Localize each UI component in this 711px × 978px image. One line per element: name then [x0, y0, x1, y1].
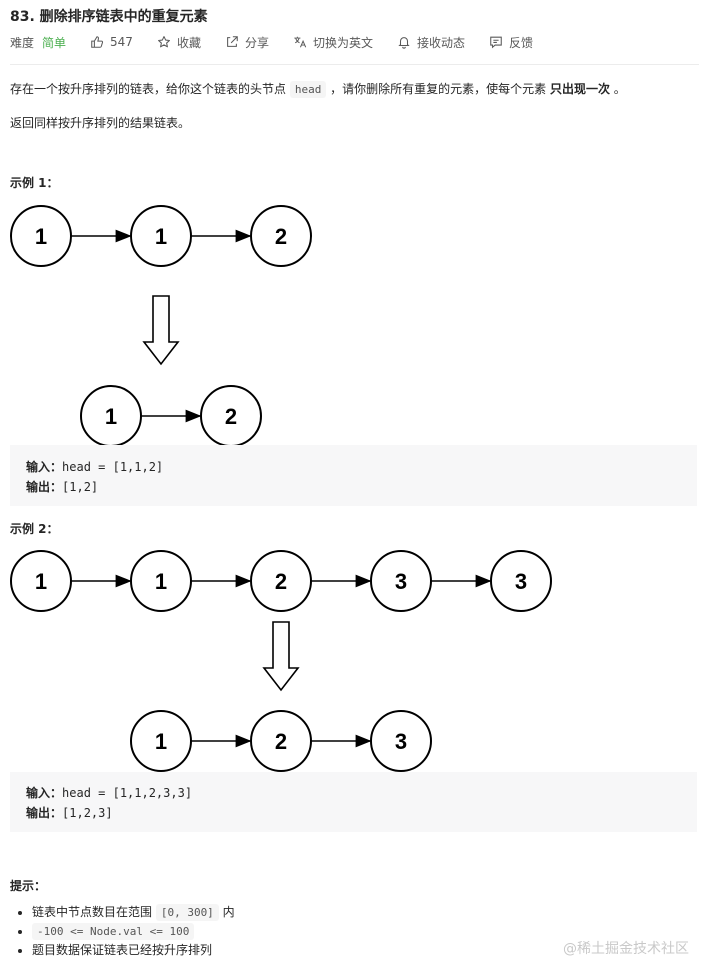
node-value: 2	[275, 224, 287, 249]
notify-label: 接收动态	[416, 35, 465, 50]
input-key: 输入：	[26, 460, 63, 474]
node-value: 2	[275, 569, 287, 594]
page-title: 83. 删除排序链表中的重复元素	[10, 9, 208, 25]
thumbs-up-icon	[91, 36, 104, 48]
node-value: 1	[155, 729, 167, 754]
feedback-label: 反馈	[509, 35, 534, 50]
problem-description: 存在一个按升序排列的链表，给你这个链表的头节点 head ，请你删除所有重复的元…	[10, 80, 626, 98]
hint-text: 链表中节点数目在范围	[32, 905, 156, 919]
like-count: 547	[110, 35, 133, 49]
example-1-input-list: 1 1 2	[10, 205, 312, 267]
transform-arrow-icon	[262, 621, 300, 692]
example-1-io-box: 输入：head = [1,1,2] 输出：[1,2]	[10, 445, 697, 506]
node-value: 1	[155, 224, 167, 249]
hints-list: 链表中节点数目在范围 [0, 300] 内 -100 <= Node.val <…	[10, 903, 235, 960]
star-icon	[157, 36, 170, 48]
node-value: 3	[515, 569, 527, 594]
favorite-button[interactable]: 收藏	[157, 34, 201, 51]
input-value: head = [1,1,2]	[62, 460, 164, 474]
difficulty-label: 难度	[10, 35, 35, 50]
feedback-icon	[490, 36, 502, 49]
list-node	[370, 710, 432, 772]
bell-icon	[398, 37, 410, 49]
difficulty-badge: 简单	[42, 35, 67, 50]
node-value: 1	[35, 224, 47, 249]
example-1-label: 示例 1：	[10, 176, 59, 190]
example-2-output: 输出：[1,2,3]	[26, 804, 113, 821]
output-key: 输出：	[26, 480, 63, 494]
description-text: ，请你删除所有重复的元素，使每个元素	[326, 82, 550, 96]
description-emphasis: 只出现一次	[549, 82, 610, 96]
list-item: 链表中节点数目在范围 [0, 300] 内	[32, 903, 235, 922]
node-value: 1	[155, 569, 167, 594]
example-2-input: 输入：head = [1,1,2,3,3]	[26, 784, 192, 801]
divider	[10, 64, 699, 65]
inline-code-head: head	[289, 81, 327, 98]
list-node	[250, 205, 312, 267]
hint-text: 题目数据保证链表已经按升序排列	[32, 943, 213, 957]
example-2-io-box: 输入：head = [1,1,2,3,3] 输出：[1,2,3]	[10, 772, 697, 832]
example-2-input-list: 1 1 2 3 3	[10, 550, 552, 612]
example-1-output: 输出：[1,2]	[26, 478, 98, 495]
translate-button[interactable]: 切换为英文	[293, 34, 373, 51]
example-1-output-list: 1 2	[80, 385, 262, 447]
watermark: @稀土掘金技术社区	[563, 941, 689, 957]
feedback-button[interactable]: 反馈	[489, 34, 533, 51]
output-value: [1,2]	[62, 480, 99, 494]
node-value: 1	[35, 569, 47, 594]
node-value: 1	[105, 404, 117, 429]
output-value: [1,2,3]	[62, 806, 113, 820]
translate-label: 切换为英文	[312, 35, 373, 50]
translate-icon	[294, 36, 307, 48]
notify-button[interactable]: 接收动态	[397, 34, 465, 51]
example-2-output-list: 1 2 3	[130, 710, 432, 772]
hints-label: 提示：	[10, 879, 47, 893]
list-item: -100 <= Node.val <= 100	[32, 922, 235, 941]
example-1-input: 输入：head = [1,1,2]	[26, 458, 163, 475]
description-text: 存在一个按升序排列的链表，给你这个链表的头节点	[10, 82, 290, 96]
node-value: 2	[225, 404, 237, 429]
input-key: 输入：	[26, 786, 63, 800]
example-2-label: 示例 2：	[10, 522, 59, 536]
inline-code: -100 <= Node.val <= 100	[32, 923, 195, 940]
like-button[interactable]: 547	[90, 35, 133, 49]
share-button[interactable]: 分享	[225, 34, 269, 51]
node-value: 3	[395, 729, 407, 754]
node-value: 2	[275, 729, 287, 754]
inline-code: [0, 300]	[155, 904, 219, 921]
output-key: 输出：	[26, 806, 63, 820]
problem-description-2: 返回同样按升序排列的结果链表。	[10, 116, 191, 130]
list-item: 题目数据保证链表已经按升序排列	[32, 941, 235, 960]
description-text: 。	[609, 82, 626, 96]
favorite-label: 收藏	[176, 35, 201, 50]
list-node	[490, 550, 552, 612]
problem-toolbar: 难度 简单 547 收藏 分享 切换为英文 接收动态 反馈	[10, 33, 711, 51]
share-icon	[227, 36, 238, 47]
hint-text: 内	[218, 905, 235, 919]
transform-arrow-icon	[142, 295, 180, 366]
share-label: 分享	[244, 35, 269, 50]
node-value: 3	[395, 569, 407, 594]
input-value: head = [1,1,2,3,3]	[62, 786, 193, 800]
